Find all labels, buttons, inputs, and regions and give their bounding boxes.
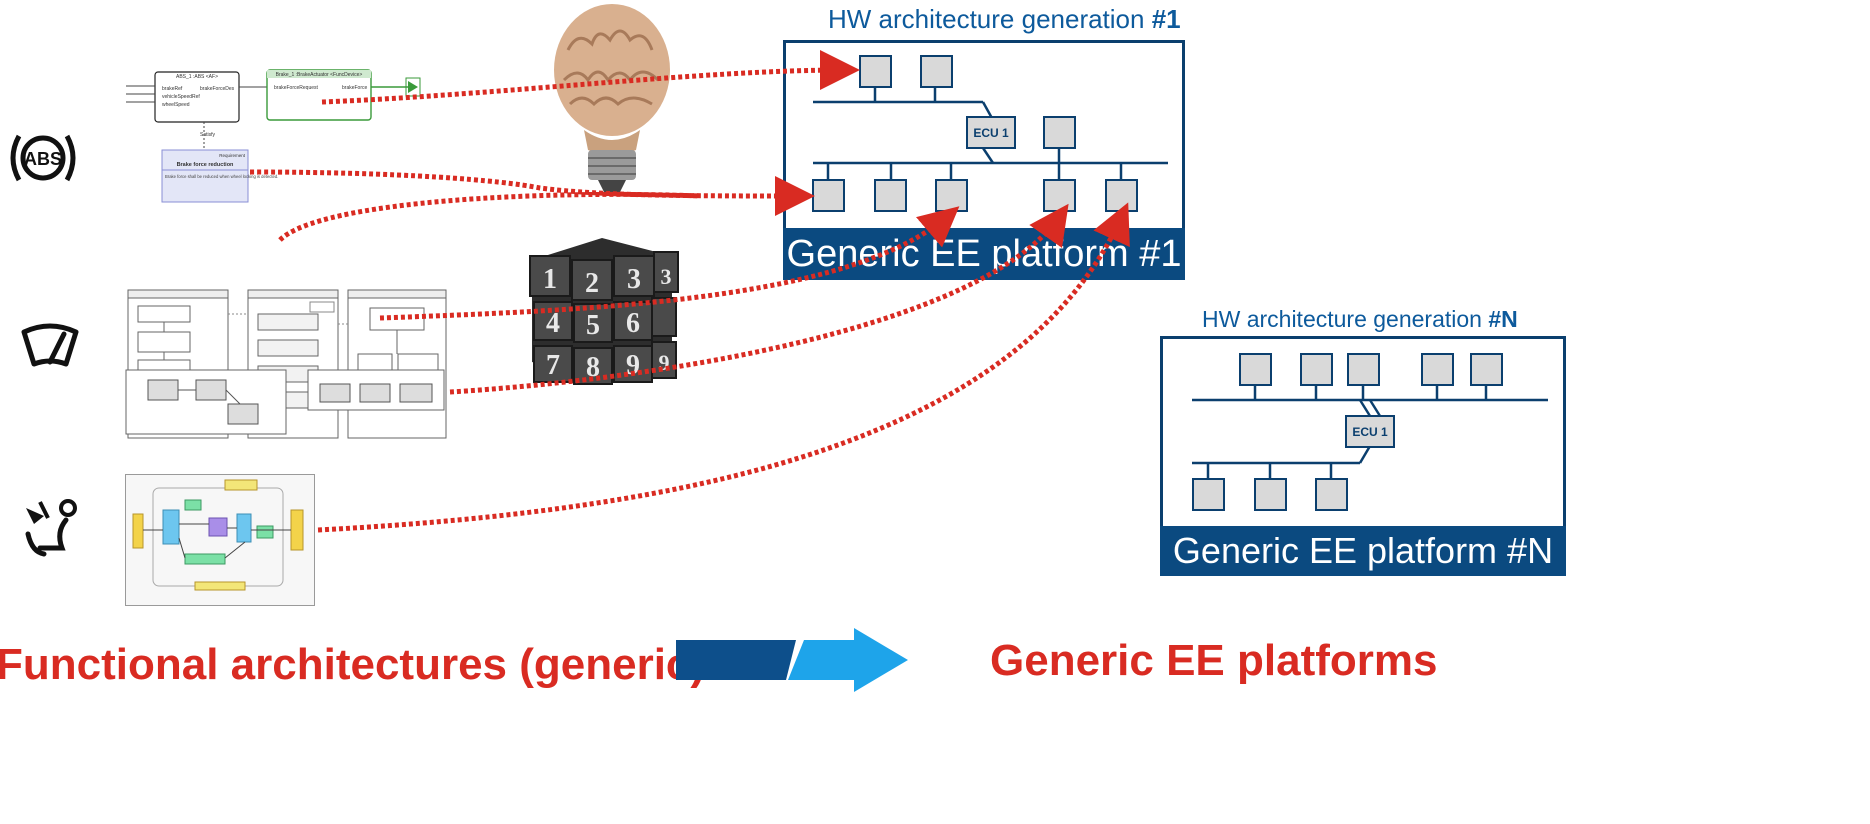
svg-text:2: 2: [585, 268, 599, 299]
requirement-stereotype: Requirement: [219, 153, 246, 158]
hwn-ecu-label: ECU 1: [1352, 425, 1388, 439]
hw1-node-5: [874, 179, 907, 212]
hw-arch-1-title-suffix: #1: [1151, 4, 1181, 34]
hwn-node-5: [1470, 353, 1503, 386]
hw-arch-n-title-suffix: #N: [1488, 306, 1518, 332]
hw-arch-n-title-prefix: HW architecture generation: [1202, 306, 1489, 332]
svg-text:8: 8: [586, 352, 600, 383]
satisfy-label: Satisfy: [200, 132, 216, 138]
right-arrow-icon: [676, 628, 908, 692]
hw1-ecu-label: ECU 1: [973, 126, 1009, 140]
abs-icon-text: ABS: [24, 149, 62, 169]
svg-text:1: 1: [543, 264, 557, 295]
abs-out-port: brakeForceDes: [200, 86, 235, 92]
hwn-node-2: [1300, 353, 1333, 386]
hw-arch-n-topology: ECU 1: [1192, 353, 1548, 511]
airbag-simulink-diagram: [125, 474, 315, 606]
windshield-wiper-icon: [21, 323, 79, 367]
svg-text:9: 9: [659, 350, 670, 375]
hwn-node-7: [1254, 478, 1287, 511]
hwn-node-3: [1347, 353, 1380, 386]
svg-text:4: 4: [546, 308, 560, 339]
hwn-ecu-1: [1345, 415, 1395, 448]
hw1-ecu-1: [966, 116, 1016, 149]
hw-arch-1-title: HW architecture generation #1: [828, 4, 1181, 35]
wiper-function-diagram: [125, 289, 447, 439]
hwn-node-6: [1192, 478, 1225, 511]
brake-out-port: brakeForce: [342, 85, 368, 91]
abs-block: [154, 71, 240, 123]
hw1-node-1: [859, 55, 892, 88]
hwn-node-1: [1239, 353, 1272, 386]
abs-warning-icon: ABS: [10, 134, 76, 182]
hwn-node-4: [1421, 353, 1454, 386]
hw1-node-3: [1043, 116, 1076, 149]
brain-lightbulb-icon: [554, 4, 670, 196]
arrow-brake-to-node1: [321, 50, 860, 105]
arrow-airbag-to-node8: [317, 202, 1130, 533]
svg-text:6: 6: [626, 308, 640, 339]
functional-architectures-label: Functional architectures (generic): [0, 640, 705, 690]
hw-arch-n-platform-label: Generic EE platform #N: [1172, 530, 1554, 571]
svg-text:7: 7: [546, 350, 560, 381]
brake-actuator-title: Brake_1 :BrakeActuator <FuncDevice>: [276, 72, 363, 78]
brake-in-port: brakeForceRequest: [274, 85, 319, 91]
hw-arch-n-platform-bar: Generic EE platform #N: [1160, 526, 1566, 576]
arrow-wiper-to-node7: [449, 203, 1069, 395]
abs-block-title: ABS_1 :ABS <AF>: [176, 74, 218, 80]
hw1-node-4: [812, 179, 845, 212]
abs-port-3: wheelSpeed: [162, 102, 190, 108]
generic-ee-platforms-label: Generic EE platforms: [990, 636, 1437, 686]
hw-arch-n-title: HW architecture generation #N: [1202, 306, 1518, 333]
svg-text:3: 3: [627, 264, 641, 295]
generic-ee-platforms-text: Generic EE platforms: [990, 636, 1438, 685]
seat-airbag-icon: [25, 499, 77, 557]
hwn-node-8: [1315, 478, 1348, 511]
svg-text:5: 5: [586, 310, 600, 341]
svg-text:3: 3: [661, 264, 672, 289]
hw-arch-1-title-prefix: HW architecture generation: [828, 4, 1152, 34]
abs-port-1: brakeRef: [162, 86, 183, 92]
requirement-box: [161, 149, 249, 203]
abs-port-2: vehicleSpeedRef: [162, 94, 200, 100]
hw1-node-2: [920, 55, 953, 88]
requirement-text: Brake force shall be reduced when wheel …: [165, 174, 278, 179]
arrow-wiper-to-node6: [278, 194, 948, 321]
arrow-req-to-node4: [249, 169, 815, 216]
svg-text:9: 9: [626, 350, 640, 381]
functional-architectures-text: Functional architectures (generic): [0, 640, 706, 689]
brake-model-diagram: ABS_1 :ABS <AF> brakeRef vehicleSpeedRef…: [126, 69, 421, 203]
requirement-title: Brake force reduction: [177, 162, 234, 168]
